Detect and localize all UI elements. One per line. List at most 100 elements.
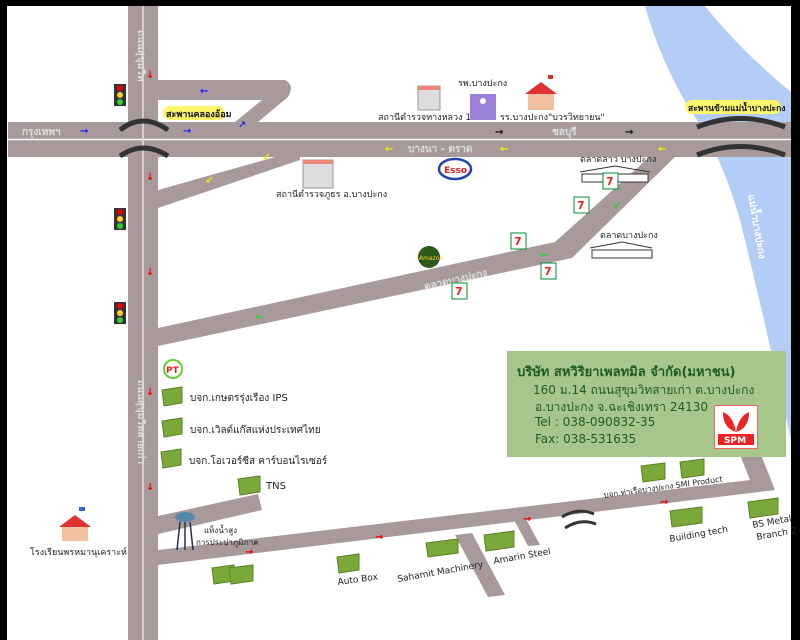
police-station-icon — [302, 159, 334, 189]
amazon-cafe-logo: Amazon — [418, 246, 443, 268]
factory-label-overseas: บจก.โอเวอร์ซีส คาร์บอนไรเซอร์ — [189, 454, 328, 467]
factory-label-worldgas: บจก.เวิลด์แก๊สแห่งประเทศไทย — [190, 424, 321, 436]
factory-icon — [425, 538, 459, 558]
road-label-chonburi: ชลบุรี — [552, 126, 577, 138]
factory-icon — [336, 553, 360, 574]
police-building-icon — [417, 85, 441, 111]
factory-icon — [483, 530, 515, 552]
arrow-left-icon: ← — [200, 86, 208, 97]
company-tel: Tel : 038-090832-35 — [535, 415, 656, 429]
svg-text:7: 7 — [455, 285, 463, 298]
river-bridge-arc — [696, 144, 786, 158]
arrow-up-right-icon: ↗ — [238, 120, 246, 131]
svg-text:7: 7 — [606, 175, 614, 188]
factory-icon — [747, 497, 779, 519]
seven-eleven-icon: 7 — [540, 262, 557, 280]
seven-eleven-icon: 7 — [451, 282, 468, 300]
school-icon — [525, 75, 557, 110]
road-label-sukhumvit: ถนนสุขุมวิท — [135, 30, 147, 82]
arrow-right-icon: → — [660, 497, 668, 508]
water-tower-label-1: แท็งน้ำสูง — [204, 524, 237, 536]
company-fax: Fax: 038-531635 — [535, 432, 637, 446]
factory-blocks — [160, 386, 779, 585]
arrow-right-icon: → — [183, 126, 191, 137]
factory-icon — [679, 458, 705, 479]
hospital-icon — [470, 94, 496, 120]
svg-text:7: 7 — [577, 199, 585, 212]
factory-icon — [161, 417, 183, 438]
bridge-label-bg — [163, 106, 225, 120]
factory-icon — [669, 506, 703, 528]
small-bridge-arc — [564, 520, 597, 530]
pt-logo: PT — [163, 359, 183, 379]
river-bridge-arc — [696, 116, 786, 130]
river — [645, 6, 791, 440]
traffic-lights — [114, 84, 126, 324]
temple-school-label: โรงเรียนพรหมานุเคราะห์ — [30, 546, 127, 558]
traffic-light-icon — [114, 208, 126, 230]
svg-text:Esso: Esso — [444, 166, 467, 176]
svg-text:Amazon: Amazon — [419, 255, 443, 262]
bridges — [118, 116, 786, 530]
traffic-light-icon — [114, 302, 126, 324]
police-link-road — [158, 150, 300, 208]
arrow-right-icon: → — [523, 514, 531, 525]
arrow-down-icon: ↓ — [146, 482, 154, 493]
highway-police-label: สถานีตำรวจทางหลวง 1 — [378, 112, 471, 123]
factory-icon — [161, 386, 183, 407]
arrow-down-icon: ↓ — [146, 267, 154, 278]
road-label-sukhumvit-old: ถนนสุขุมวิทสายเก่า — [135, 380, 147, 464]
traffic-light-icon — [114, 84, 126, 106]
klong-om-bridge-label: สะพานคลองอ้อม — [166, 109, 232, 120]
factory-icon — [160, 448, 182, 469]
river-bridge-label: สะพานข้ามแม่น้ำบางปะกง — [688, 101, 785, 114]
svg-text:7: 7 — [544, 265, 552, 278]
factory-icon — [640, 462, 666, 483]
seven-eleven-icon: 7 — [602, 172, 619, 190]
seven-eleven-icons: 7 7 7 7 7 — [451, 172, 619, 300]
arrow-right-icon: → — [80, 126, 88, 137]
factory-label-ips: บจก.เกษตรรุ่งเรือง IPS — [190, 392, 288, 404]
seven-eleven-icon: 7 — [573, 196, 590, 214]
arrow-left-icon: ← — [500, 144, 508, 155]
tns-road — [158, 494, 262, 534]
arrow-right-icon: → — [245, 547, 253, 558]
arrow-down-icon: ↓ — [146, 70, 154, 81]
market-lao-label: ตลาดลาว บางปะกง — [580, 155, 656, 165]
road-label-bangna-trat: บางนา - ตราด — [408, 144, 472, 155]
arrow-right-icon: → — [625, 127, 633, 138]
arrow-right-icon: → — [375, 532, 383, 543]
company-info-box: บริษัท สหวิริยาเพลทมิล จำกัด(มหาชน) 160 … — [507, 351, 786, 457]
arrow-left-icon: ← — [255, 312, 263, 323]
seven-eleven-icon: 7 — [510, 232, 527, 250]
company-name: บริษัท สหวิริยาเพลทมิล จำกัด(มหาชน) — [517, 365, 736, 380]
spm-logo: SPM — [714, 405, 758, 449]
company-address-2: อ.บางปะกง จ.ฉะเชิงเทรา 24130 — [535, 400, 708, 414]
klong-om-loop — [158, 80, 291, 122]
factory-icon — [237, 475, 261, 496]
water-tower-label-2: การประปาภูมิภาค — [196, 538, 259, 548]
arrow-left-icon: ↙ — [262, 152, 270, 163]
svg-text:7: 7 — [514, 235, 522, 248]
road-label-bangkok: กรุงเทพฯ — [22, 127, 61, 138]
overpass-arc — [118, 118, 170, 133]
arrow-right-icon: → — [495, 127, 503, 138]
company-address-1: 160 ม.14 ถนนสุขุมวิทสายเก่า ต.บางปะกง — [533, 383, 755, 397]
hospital-label: รพ.บางปะกง — [458, 79, 507, 89]
arrow-down-icon: ↓ — [146, 172, 154, 183]
factory-label-tns: TNS — [265, 481, 286, 492]
traffic-arrows: ↓ ← → → ↗ → → ← ← ← ↙ ↙ ↓ ↓ ↓ ↓ ↙ ← ← → … — [80, 70, 668, 558]
small-bridge-arc — [561, 509, 595, 519]
arrow-left-icon: ↙ — [205, 175, 213, 186]
arrow-left-icon: ← — [540, 250, 548, 261]
branch-road — [455, 533, 505, 597]
bridge-label-bg — [685, 100, 781, 114]
temple-school-icon — [59, 507, 91, 541]
overpass-arc — [118, 145, 170, 159]
arrow-down-left-icon: ↙ — [613, 200, 621, 211]
water-tower-icon — [175, 512, 195, 551]
arrow-down-icon: ↓ — [146, 387, 154, 398]
svg-text:SPM: SPM — [724, 436, 746, 446]
